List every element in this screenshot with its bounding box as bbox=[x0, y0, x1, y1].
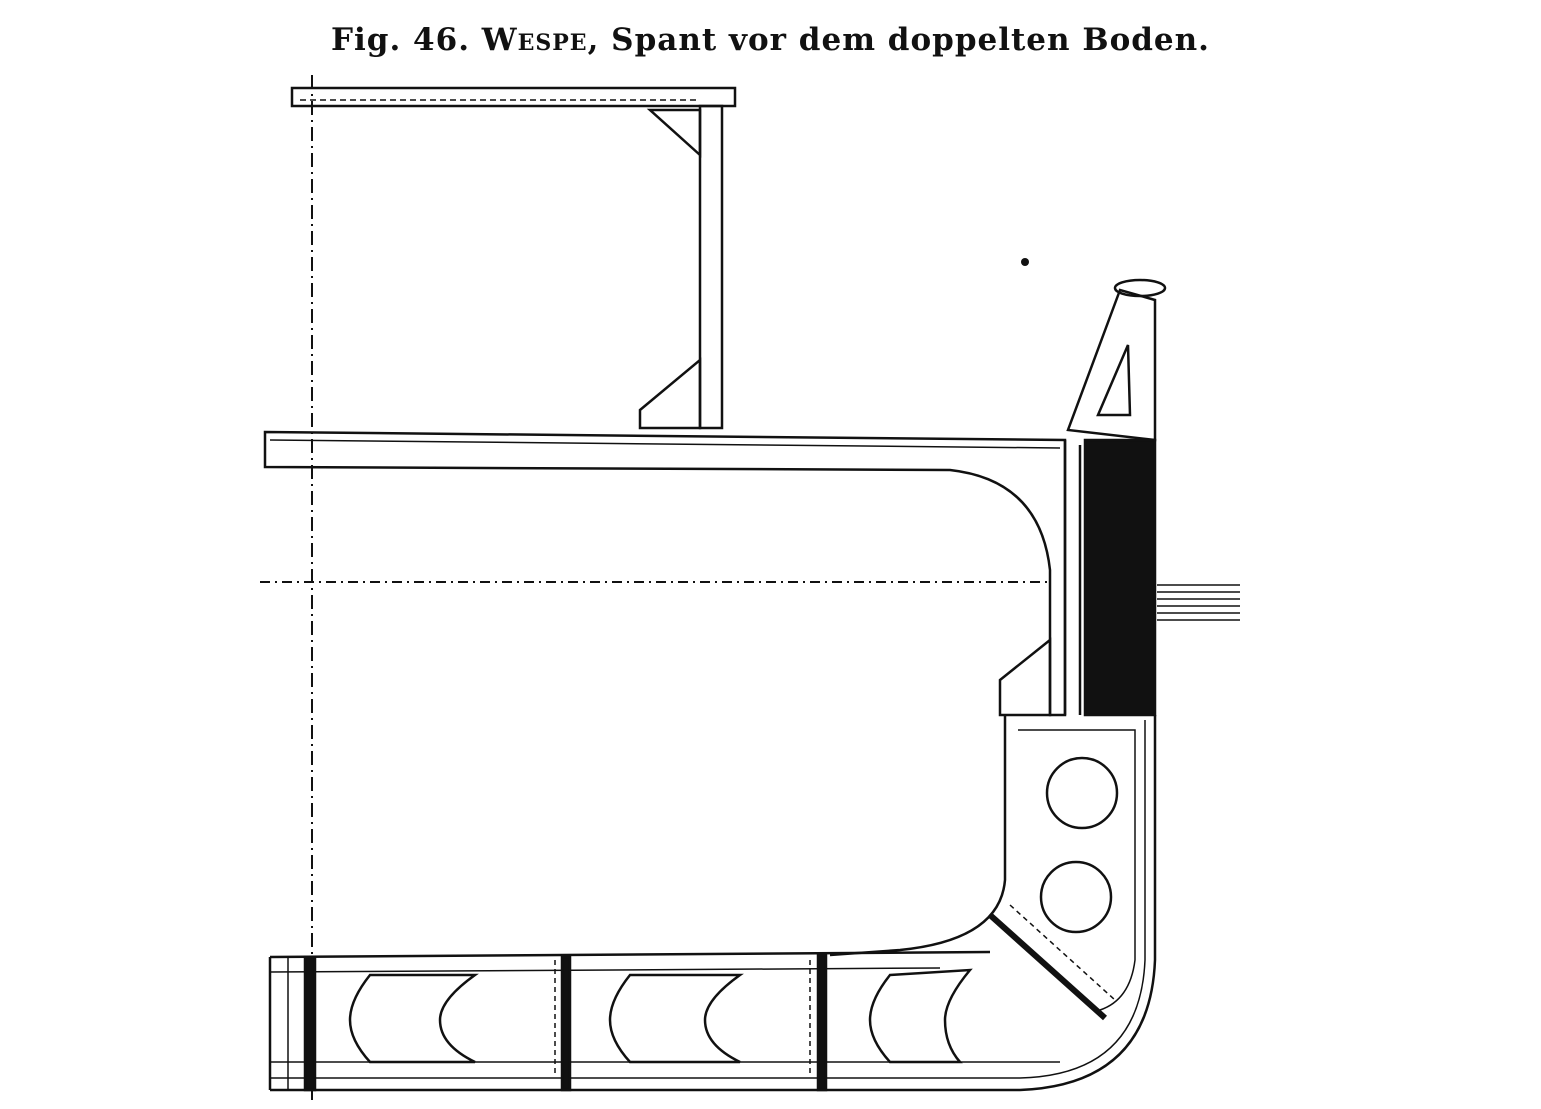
lightening-hole bbox=[1039, 860, 1113, 934]
double-bottom bbox=[268, 950, 1060, 1092]
side-armour bbox=[1083, 438, 1157, 717]
lightening-hole bbox=[1045, 756, 1119, 830]
figure-caption: Fig. 46. Wespe, Spant vor dem doppelten … bbox=[0, 22, 1541, 58]
caption-text: , Spant vor dem doppelten Boden. bbox=[587, 22, 1210, 58]
speck bbox=[1021, 258, 1029, 266]
lightening-hole bbox=[608, 973, 744, 1064]
sheer-bracket bbox=[1066, 278, 1167, 442]
deck-beam bbox=[263, 430, 1082, 717]
lightening-hole bbox=[868, 968, 973, 1064]
lightening-hole bbox=[348, 973, 479, 1064]
figure-number: Fig. 46. bbox=[331, 22, 470, 58]
water-hatching bbox=[1157, 584, 1240, 621]
ship-name: Wespe bbox=[481, 22, 588, 58]
deckhouse bbox=[290, 86, 737, 430]
bilge-tank bbox=[270, 715, 1157, 1092]
